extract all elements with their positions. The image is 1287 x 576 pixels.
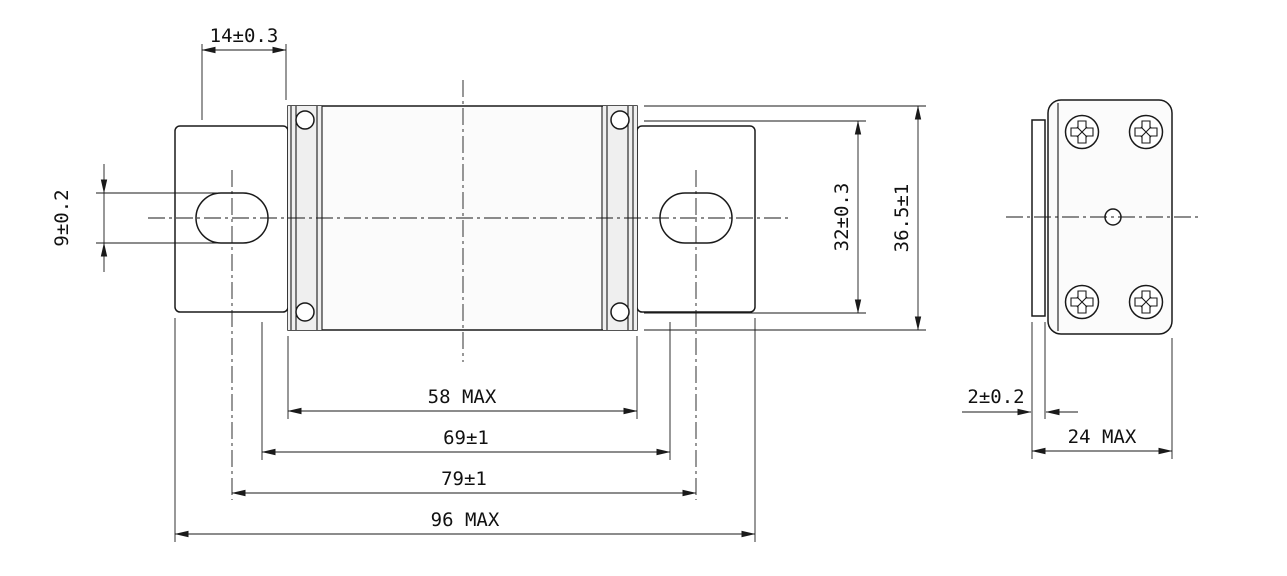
rivet xyxy=(610,110,630,130)
dim-side-width-label: 24 MAX xyxy=(1068,426,1137,448)
dimension-slot-height: 9±0.2 xyxy=(51,164,221,272)
screw xyxy=(1064,284,1100,320)
dimension-hole-centers: 79±1 xyxy=(231,468,697,497)
screw xyxy=(1128,284,1164,320)
dimension-tab-offset: 14±0.3 xyxy=(201,25,287,120)
dim-hole-centers-label: 79±1 xyxy=(441,468,487,490)
screw-cross xyxy=(1070,120,1094,144)
rivet xyxy=(295,302,315,322)
dim-overall-length-label: 96 MAX xyxy=(431,509,500,531)
dim-tab-offset-label: 14±0.3 xyxy=(210,25,279,47)
rivet xyxy=(610,302,630,322)
screw-cross xyxy=(1134,120,1158,144)
dimension-body-height: 32±0.3 xyxy=(644,120,866,314)
mounting-plate xyxy=(1031,119,1046,317)
rivet xyxy=(295,110,315,130)
side-view xyxy=(1006,99,1202,335)
dimension-overall-height: 36.5±1 xyxy=(644,105,926,331)
screw xyxy=(1128,114,1164,150)
screw-cross xyxy=(1134,290,1158,314)
dim-plate-thickness-label: 2±0.2 xyxy=(967,386,1024,408)
dim-overall-height-label: 36.5±1 xyxy=(891,184,913,253)
dimension-cap-span: 58 MAX xyxy=(287,336,638,419)
dim-slot-height-label: 9±0.2 xyxy=(51,189,73,246)
dimension-overall-length: 96 MAX xyxy=(174,318,756,542)
dimension-inner-span: 69±1 xyxy=(261,322,671,460)
dimension-plate-thickness: 2±0.2 xyxy=(962,322,1078,419)
screw-cross xyxy=(1070,290,1094,314)
dim-cap-span-label: 58 MAX xyxy=(428,386,497,408)
screw xyxy=(1064,114,1100,150)
dimension-side-width: 24 MAX xyxy=(1031,322,1173,459)
dim-body-height-label: 32±0.3 xyxy=(831,183,853,252)
front-view xyxy=(148,80,790,500)
dim-inner-span-label: 69±1 xyxy=(443,427,489,449)
